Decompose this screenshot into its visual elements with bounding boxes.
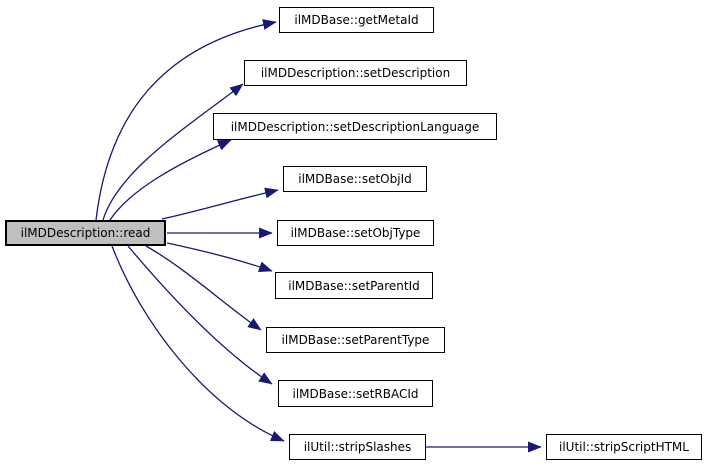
node-setobjid[interactable]: ilMDBase::setObjId — [283, 166, 427, 192]
node-setobjtype[interactable]: ilMDBase::setObjType — [277, 220, 434, 246]
edge-read-to-setdescriptionlanguage — [109, 139, 232, 221]
node-setrbacid[interactable]: ilMDBase::setRBACId — [278, 380, 433, 407]
edge-read-to-setdescription — [102, 83, 244, 221]
node-stripscripthtml[interactable]: ilUtil::stripScriptHTML — [546, 434, 702, 460]
edge-read-to-setrbacid — [127, 245, 273, 385]
edge-read-to-stripslashes — [111, 245, 285, 442]
node-setdescriptionlanguage[interactable]: ilMDDescription::setDescriptionLanguage — [213, 113, 497, 140]
edge-read-to-setparentid — [166, 242, 273, 272]
node-root-read[interactable]: ilMDDescription::read — [5, 220, 166, 246]
node-setparenttype[interactable]: ilMDBase::setParentType — [266, 327, 445, 353]
edge-read-to-setobjid — [161, 187, 279, 220]
edge-read-to-setparenttype — [145, 245, 262, 331]
node-stripslashes[interactable]: ilUtil::stripSlashes — [289, 434, 426, 460]
node-setdescription[interactable]: ilMDDescription::setDescription — [244, 60, 467, 86]
node-getmetaid[interactable]: ilMDBase::getMetaId — [279, 7, 434, 33]
node-setparentid[interactable]: ilMDBase::setParentId — [275, 272, 433, 299]
